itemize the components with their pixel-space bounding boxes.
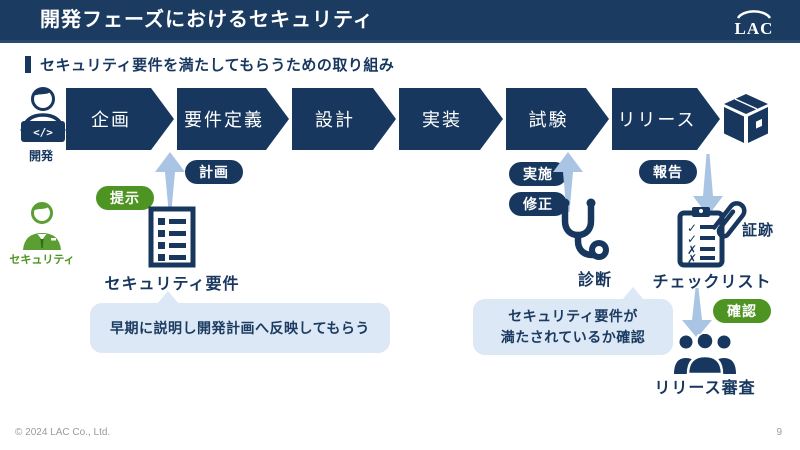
release-review-label: リリース審査	[654, 380, 756, 397]
phase-planning: 企画	[66, 88, 174, 150]
present-pill: 提示	[96, 186, 154, 210]
copyright-text: © 2024 LAC Co., Ltd.	[15, 427, 111, 438]
down-arrow-review-icon	[682, 288, 712, 338]
page-title: 開発フェーズにおけるセキュリティ	[40, 9, 374, 31]
diagnosis-label: 診断	[577, 272, 612, 289]
phase-design: 設計	[292, 88, 396, 150]
phase-implementation: 実装	[399, 88, 503, 150]
package-box-icon	[724, 94, 768, 143]
svg-text:✗: ✗	[687, 243, 697, 257]
checklist-label: チェックリスト	[652, 274, 772, 291]
svg-text:</>: </>	[33, 126, 53, 139]
bubble-tail	[157, 291, 179, 304]
security-label: セキュリティ	[9, 254, 75, 266]
up-arrow-testing-icon	[553, 152, 583, 212]
evidence-label: 証跡	[742, 222, 775, 239]
svg-text:✓: ✓	[687, 232, 697, 246]
security-person-icon	[23, 202, 61, 250]
phase-release: リリース	[612, 88, 720, 150]
paperclip-icon	[711, 201, 747, 239]
svg-text:✗: ✗	[687, 252, 697, 266]
section-heading: セキュリティ要件を満たしてもらうための取り組み	[25, 54, 394, 74]
report-pill: 報告	[639, 160, 697, 184]
stethoscope-icon	[560, 198, 609, 260]
page-number: 9	[776, 427, 782, 438]
phase-testing: 試験	[506, 88, 609, 150]
clipboard-check-icon: ✓ ✓ ✗ ✗	[677, 207, 725, 268]
phase-requirements: 要件定義	[177, 88, 289, 150]
confirm-pill: 確認	[713, 299, 771, 323]
implement-pill: 実施	[509, 162, 567, 186]
requirements-check-text-line2: 満たされているか確認	[500, 329, 646, 345]
lac-logo-icon: LAC	[735, 10, 774, 38]
people-group-icon	[674, 334, 736, 374]
fix-pill: 修正	[509, 192, 567, 216]
section-heading-label: セキュリティ要件を満たしてもらうための取り組み	[40, 56, 395, 74]
early-explanation-text: 早期に説明し開発計画へ反映してもらう	[110, 320, 370, 336]
svg-text:✓: ✓	[687, 221, 697, 235]
requirements-check-bubble: セキュリティ要件が 満たされているか確認	[473, 287, 673, 355]
up-arrow-requirements-icon	[155, 152, 185, 210]
bubble-tail	[622, 287, 644, 300]
svg-text:LAC: LAC	[735, 19, 774, 38]
developer-icon: </>	[20, 87, 66, 142]
developer-label: 開発	[28, 149, 53, 163]
document-list-icon	[148, 206, 196, 268]
down-arrow-checklist-icon	[693, 154, 723, 216]
early-explanation-bubble: 早期に説明し開発計画へ反映してもらう	[90, 291, 390, 353]
requirements-check-text-line1: セキュリティ要件が	[508, 308, 638, 324]
security-requirements-label: セキュリティ要件	[104, 276, 240, 293]
header-bar: 開発フェーズにおけるセキュリティ LAC	[0, 0, 800, 43]
plan-pill: 計画	[185, 160, 243, 184]
heading-marker	[25, 55, 31, 73]
